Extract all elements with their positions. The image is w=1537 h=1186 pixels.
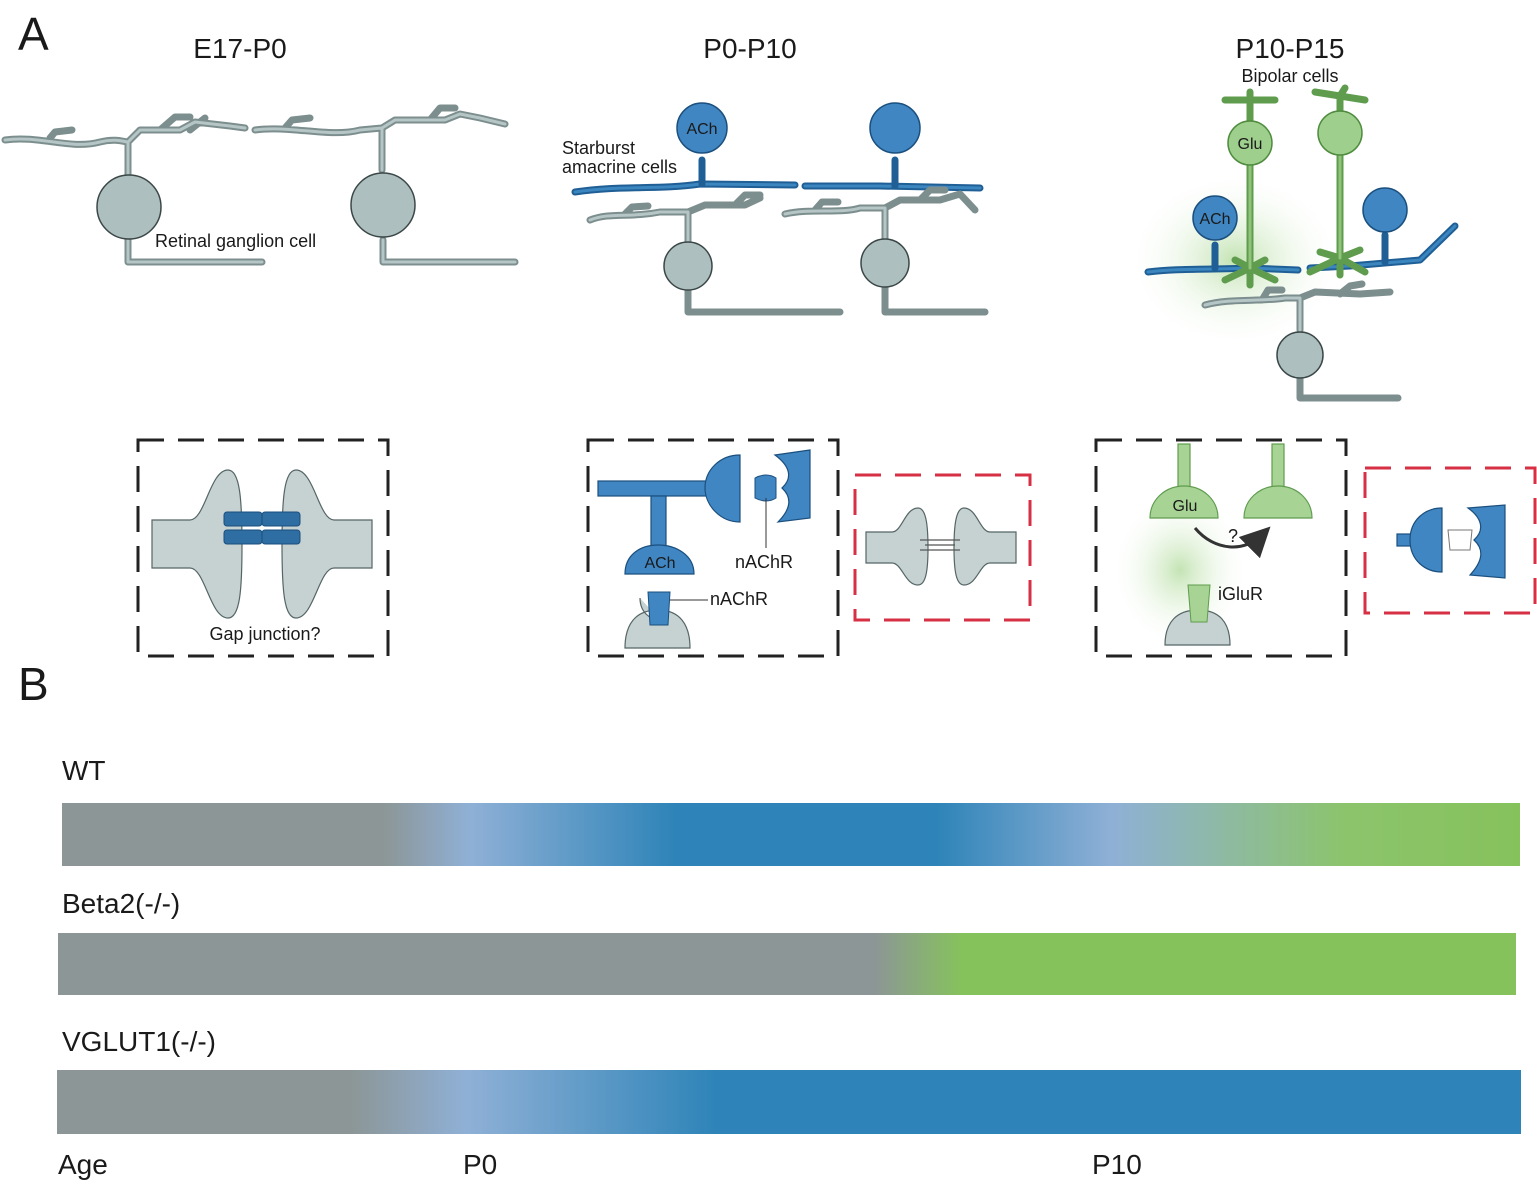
axis-tick-p10: P10 [1092, 1149, 1142, 1180]
sac-label-line1: Starburst [562, 138, 635, 158]
rgc-label: Retinal ganglion cell [155, 231, 316, 251]
inset-glutamatergic: Glu ? iGluR [1094, 438, 1348, 658]
bipolar-soma-2 [1317, 110, 1363, 156]
stage1-ganglion-cells: Retinal ganglion cell [1, 104, 519, 266]
bipolar-soma-1-label: Glu [1238, 136, 1263, 153]
sac-soma-3 [1192, 195, 1238, 241]
bipolar-label: Bipolar cells [1241, 66, 1338, 86]
stage2-starburst-network: Starburst amacrine cells ACh [562, 102, 989, 316]
axis-tick-p0: P0 [463, 1149, 497, 1180]
sac-soma-3-label: ACh [1199, 211, 1230, 228]
bipolar-soma-1 [1227, 120, 1273, 166]
spillover-arrow [1193, 526, 1271, 559]
timeline-bar-wt [62, 803, 1520, 866]
sac-label-line2: amacrine cells [562, 157, 677, 177]
ganglion-soma-3 [663, 241, 713, 291]
stage-label-p0-p10: P0-P10 [703, 33, 796, 64]
inset-blocked-cholinergic [1363, 466, 1537, 615]
inset-blocked-gap [853, 473, 1032, 622]
sac-soma-1 [676, 102, 728, 154]
nachr-receptor-icon-2 [647, 591, 671, 626]
inset-cholinergic: ACh nAChR nAChR [586, 438, 840, 658]
panel-a-letter: A [18, 8, 49, 60]
ganglion-soma-2 [350, 172, 416, 238]
row-label-beta2: Beta2(-/-) [62, 888, 180, 919]
sac-soma-2 [869, 102, 921, 154]
inset-glu-label: Glu [1173, 498, 1198, 515]
iglur-label: iGluR [1218, 584, 1263, 604]
ganglion-soma-1 [96, 174, 162, 240]
blocked-connexon-icon [920, 539, 960, 551]
inset-ach-label: ACh [644, 555, 675, 572]
sac-soma-4 [1362, 187, 1408, 233]
connexon-icon [223, 511, 263, 527]
inset-question-label: ? [1228, 526, 1238, 546]
iglur-receptor-icon [1187, 584, 1211, 623]
ganglion-soma-4 [860, 238, 910, 288]
gap-junction-label: Gap junction? [209, 624, 320, 644]
panel-b-letter: B [18, 658, 49, 710]
stage3-bipolar-network: Bipolar cells ACh Glu [1125, 66, 1459, 402]
stage-label-e17-p0: E17-P0 [193, 33, 286, 64]
row-label-wt: WT [62, 755, 106, 786]
inset-gap-junction: Gap junction? [136, 438, 390, 658]
axis-age-label: Age [58, 1149, 108, 1180]
nachr-receptor-icon [754, 474, 777, 502]
row-label-vglut1: VGLUT1(-/-) [62, 1026, 216, 1057]
sac-soma-1-label: ACh [686, 121, 717, 138]
stage-label-p10-p15: P10-P15 [1236, 33, 1345, 64]
timeline-bar-beta2 [58, 933, 1516, 995]
nachr-label-lower: nAChR [710, 589, 768, 609]
nachr-label-upper: nAChR [735, 552, 793, 572]
blocked-nachr-icon [1447, 529, 1473, 551]
timeline-bar-vglut1 [57, 1070, 1521, 1134]
ganglion-soma-5 [1276, 331, 1324, 379]
